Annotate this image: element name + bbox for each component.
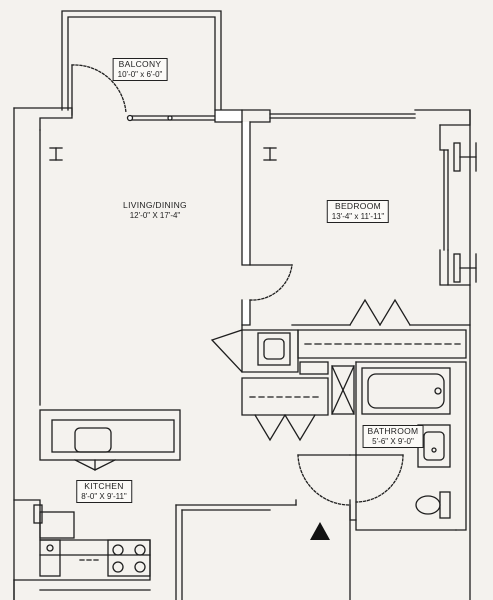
heater-bedroom <box>263 147 277 161</box>
bedroom-door[interactable] <box>249 264 293 301</box>
kitchen-island <box>39 409 181 471</box>
entry-door[interactable] <box>295 454 351 600</box>
hall-closet <box>241 377 329 442</box>
heater-bedroom-right-1 <box>453 142 477 172</box>
mechanical-chase <box>299 361 355 415</box>
balcony-name: BALCONY <box>118 59 162 69</box>
kitchen-dimensions: 8'-0" X 9'-11" <box>81 491 127 501</box>
living-bedroom-wall <box>241 121 251 326</box>
entry-arrow <box>310 522 330 540</box>
exterior-wall-top-mid <box>214 109 471 600</box>
kitchen-counters <box>13 499 151 581</box>
dishwasher <box>39 539 61 577</box>
exterior-wall-top-left <box>13 107 73 600</box>
living-label: LIVING/DINING 12'-0" X 17'-4" <box>119 200 191 221</box>
bedroom-dimensions: 13'-4" x 11'-11" <box>331 211 385 221</box>
kitchen-label: KITCHEN 8'-0" X 9'-11" <box>76 480 132 503</box>
living-dimensions: 12'-0" X 17'-4" <box>129 210 181 220</box>
bathtub <box>361 367 451 415</box>
heater-bedroom-right-2 <box>453 253 477 283</box>
bedroom-label: BEDROOM 13'-4" x 11'-11" <box>326 200 390 223</box>
heater-living <box>49 147 63 161</box>
bedroom-right-wall <box>439 124 471 286</box>
closet-bifold-doors[interactable] <box>349 298 411 326</box>
kitchen-left-wall <box>13 579 151 600</box>
bedroom-closet <box>291 324 471 359</box>
balcony-dimensions: 10'-0" x 6'-0" <box>117 69 163 79</box>
bottom-wall <box>175 504 297 600</box>
bathroom-label: BATHROOM 5'-6" X 9'-0" <box>362 425 424 448</box>
entry-closet <box>241 324 299 373</box>
balcony-door-track <box>126 114 216 122</box>
balcony-label: BALCONY 10'-0" x 6'-0" <box>112 58 168 81</box>
balcony-railing <box>61 10 222 111</box>
entry-closet-door[interactable] <box>210 329 243 373</box>
bathroom-dimensions: 5'-6" X 9'-0" <box>372 436 414 446</box>
toilet <box>415 491 451 519</box>
balcony-door[interactable] <box>71 64 127 116</box>
bathroom-door[interactable] <box>355 454 404 503</box>
stove <box>107 539 151 577</box>
bedroom-name: BEDROOM <box>334 201 382 211</box>
living-name: LIVING/DINING <box>123 200 187 210</box>
bathroom-name: BATHROOM <box>367 426 419 436</box>
kitchen-name: KITCHEN <box>84 481 124 491</box>
